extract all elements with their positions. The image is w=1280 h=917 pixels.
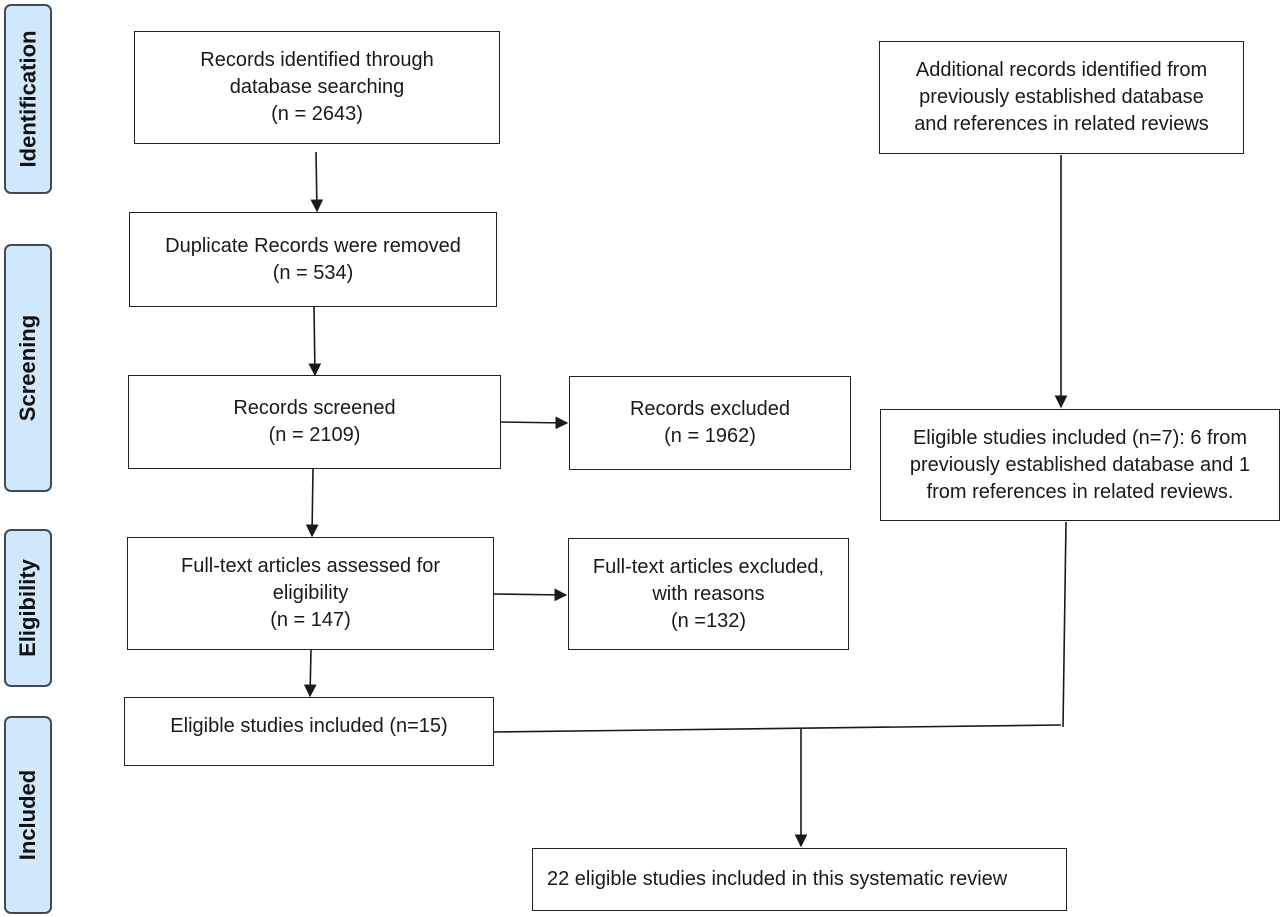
arrow-screened-to-fulltext — [305, 467, 319, 538]
records-excluded-count: (n = 1962) — [664, 425, 756, 447]
eligible-additional-line2: previously established database and 1 — [909, 453, 1251, 476]
fulltext-assessed-count: (n = 147) — [270, 609, 351, 631]
records-excluded-label: Records excluded — [629, 398, 791, 420]
fulltext-excluded-line1: Full-text articles excluded, — [592, 555, 825, 578]
stage-screening: Screening — [4, 244, 52, 492]
duplicates-removed-label: Duplicate Records were removed — [165, 234, 461, 257]
box-records-excluded: Records excluded (n = 1962) — [569, 376, 851, 470]
arrow-identified-to-duplicates — [310, 151, 324, 213]
additional-records-line1: Additional records identified from — [915, 59, 1208, 81]
records-screened-label: Records screened — [233, 397, 396, 419]
fulltext-assessed-line1: Full-text articles assessed for — [181, 555, 440, 577]
box-duplicates-removed: Duplicate Records were removed (n = 534) — [129, 212, 497, 307]
duplicates-removed-count: (n = 534) — [272, 261, 354, 284]
records-screened-count: (n = 2109) — [268, 424, 361, 446]
stage-included: Included — [4, 716, 52, 914]
line-eligible-additional-down — [1062, 521, 1067, 728]
box-records-screened: Records screened (n = 2109) — [128, 375, 501, 469]
box-fulltext-excluded: Full-text articles excluded, with reason… — [568, 538, 849, 650]
arrow-fulltext-to-fulltext-excluded — [492, 588, 568, 602]
box-eligible-included: Eligible studies included (n=15) — [124, 697, 494, 766]
arrow-duplicates-to-screened — [308, 306, 322, 377]
box-records-identified: Records identified through database sear… — [134, 31, 500, 144]
box-final-included: 22 eligible studies included in this sys… — [532, 848, 1067, 911]
records-identified-count: (n = 2643) — [271, 103, 363, 125]
stage-eligibility: Eligibility — [4, 529, 52, 687]
records-identified-line1: Records identified through — [200, 49, 434, 71]
box-eligible-additional: Eligible studies included (n=7): 6 from … — [880, 409, 1280, 521]
additional-records-line2: previously established database — [919, 86, 1204, 108]
fulltext-assessed-line2: eligibility — [272, 582, 349, 604]
fulltext-excluded-count: (n =132) — [670, 609, 747, 632]
box-fulltext-assessed: Full-text articles assessed for eligibil… — [127, 537, 494, 650]
eligible-included-label: Eligible studies included (n=15) — [170, 715, 448, 737]
eligible-additional-line1: Eligible studies included (n=7): 6 from — [912, 426, 1248, 449]
arrow-fulltext-to-eligible — [303, 649, 317, 698]
additional-records-line3: and references in related reviews — [914, 113, 1209, 135]
line-merge-horizontal — [493, 724, 1062, 733]
arrow-screened-to-excluded — [499, 416, 569, 430]
eligible-additional-line3: from references in related reviews. — [926, 480, 1234, 503]
records-identified-line2: database searching — [229, 76, 405, 98]
box-additional-records: Additional records identified from previ… — [879, 41, 1244, 154]
final-included-label: 22 eligible studies included in this sys… — [547, 868, 1008, 890]
stage-identification: Identification — [4, 4, 52, 194]
fulltext-excluded-line2: with reasons — [652, 582, 765, 605]
